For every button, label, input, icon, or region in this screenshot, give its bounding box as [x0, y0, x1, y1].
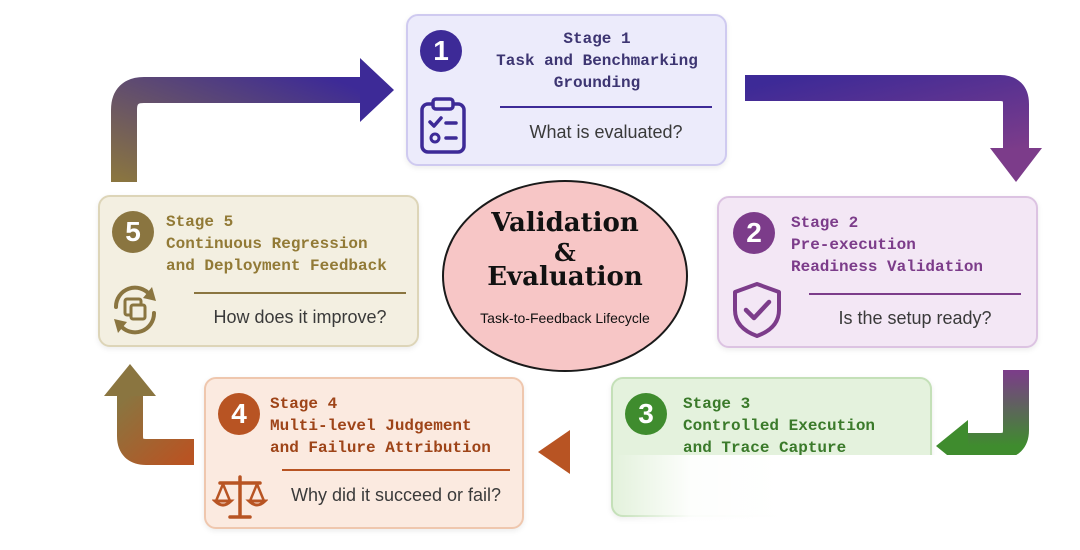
stage-1-divider — [500, 106, 712, 108]
stage-1-title-line1: Task and Benchmarking — [496, 52, 698, 70]
stage-2-number-badge: 2 — [733, 212, 775, 254]
stage-1-question: What is evaluated? — [529, 122, 683, 142]
stage-1-title-line2: Grounding — [553, 74, 641, 92]
stage-3-label: Stage 3 — [683, 395, 751, 413]
stage-3-heading: Stage 3 Controlled Execution and Trace C… — [683, 393, 875, 459]
arrow-stage1-to-stage2 — [745, 75, 1042, 182]
stage-2-divider — [809, 293, 1021, 295]
arrow-stage5-to-stage1 — [111, 58, 394, 182]
stage-1-card: 1 Stage 1 Task and Benchmarking Groundin… — [406, 14, 727, 166]
center-lifecycle-ellipse: Validation & Evaluation Task-to-Feedback… — [442, 180, 688, 372]
stage-3-title-line1: Controlled Execution — [683, 417, 876, 435]
refresh-cycle-icon — [106, 281, 164, 344]
stage-4-label: Stage 4 — [270, 395, 338, 413]
stage-5-title-line1: Continuous Regression — [166, 235, 368, 253]
stage-2-label: Stage 2 — [791, 214, 859, 232]
stage-4-heading: Stage 4 Multi-level Judgement and Failur… — [270, 393, 491, 459]
stage-4-number-badge: 4 — [218, 393, 260, 435]
stage-5-question: How does it improve? — [213, 307, 387, 327]
stage-2-title-line2: Readiness Validation — [791, 258, 984, 276]
stage-2-question: Is the setup ready? — [838, 308, 992, 328]
stage-2-heading: Stage 2 Pre-execution Readiness Validati… — [791, 212, 983, 278]
stage-4-title-line2: and Failure Attribution — [270, 439, 491, 457]
center-title-line2: & — [554, 238, 576, 267]
stage-4-title-line1: Multi-level Judgement — [270, 417, 472, 435]
shield-check-icon — [729, 280, 785, 345]
stage-5-label: Stage 5 — [166, 213, 234, 231]
stage-5-number-badge: 5 — [112, 211, 154, 253]
stage-1-number-badge: 1 — [420, 30, 462, 72]
arrow-stage4-to-stage5 — [104, 364, 194, 465]
stage-4-question: Why did it succeed or fail? — [290, 485, 502, 505]
center-subtitle: Task-to-Feedback Lifecycle — [480, 310, 650, 326]
stage-2-title-line1: Pre-execution — [791, 236, 916, 254]
arrow-stage2-to-stage3 — [936, 370, 1029, 472]
stage-3-number-badge: 3 — [625, 393, 667, 435]
arrow-stage3-to-stage4 — [538, 430, 596, 474]
center-title-line1: Validation — [491, 208, 639, 238]
stage-5-title-line2: and Deployment Feedback — [166, 257, 387, 275]
stage-5-card: 5 Stage 5 Continuous Regression and Depl… — [98, 195, 419, 347]
stage-4-divider — [282, 469, 510, 471]
center-title-line3: Evaluation — [487, 262, 643, 292]
balance-scale-icon — [211, 471, 269, 528]
stage-3-card: 3 Stage 3 Controlled Execution and Trace… — [611, 377, 932, 517]
stage-4-card: 4 Stage 4 Multi-level Judgement and Fail… — [204, 377, 524, 529]
stage-1-heading: Stage 1 Task and Benchmarking Grounding — [472, 28, 722, 94]
stage-3-title-line2: and Trace Capture — [683, 439, 847, 457]
stage-5-divider — [194, 292, 406, 294]
stage-5-heading: Stage 5 Continuous Regression and Deploy… — [166, 211, 387, 277]
stage-2-card: 2 Stage 2 Pre-execution Readiness Valida… — [717, 196, 1038, 348]
stage-1-label: Stage 1 — [563, 30, 631, 48]
clipboard-checklist-icon — [418, 96, 468, 159]
